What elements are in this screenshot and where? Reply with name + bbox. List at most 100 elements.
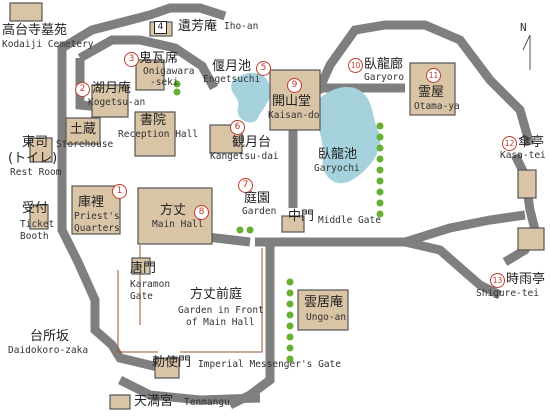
tree bbox=[286, 278, 294, 286]
label-kogetsuan-en: Kogetsu-an bbox=[88, 97, 146, 108]
label-garyochi-en: Garyochi bbox=[314, 163, 360, 174]
cemetery-building bbox=[9, 2, 43, 22]
otamaya-number: 11 bbox=[426, 68, 441, 83]
shoin-building bbox=[134, 111, 176, 157]
fence-east bbox=[180, 248, 263, 353]
north-road bbox=[57, 3, 227, 58]
onigawara-building bbox=[135, 59, 165, 91]
label-kangetsudai-jp: 観月台 bbox=[232, 135, 272, 150]
label-engetsuchi-jp: 偃月池 bbox=[212, 59, 252, 74]
chumon-building bbox=[281, 215, 305, 233]
tree bbox=[286, 289, 294, 297]
kasatei-number: 12 bbox=[502, 136, 517, 151]
label-hojozentei-en1: Garden in Front bbox=[178, 305, 264, 316]
label-restroom-en: Rest Room bbox=[10, 167, 62, 178]
label-kuri-en2: Quarters bbox=[74, 223, 120, 234]
tree bbox=[376, 210, 384, 218]
label-daidokoro-jp: 台所坂 bbox=[30, 329, 70, 344]
tree bbox=[286, 344, 294, 352]
chokushimon-building bbox=[154, 357, 180, 379]
label-ihoan-en: Iho-an bbox=[224, 21, 259, 32]
engetsuchi-number: 5 bbox=[256, 61, 271, 76]
tree bbox=[286, 311, 294, 319]
tenmangu-building bbox=[109, 394, 131, 410]
label-kasatei-jp: 傘亭 bbox=[518, 135, 545, 150]
ungoan-building bbox=[297, 289, 349, 331]
garyochi-pond bbox=[315, 86, 381, 184]
label-karamon-jp: 唐門 bbox=[130, 261, 157, 276]
tree bbox=[376, 177, 384, 185]
tree bbox=[376, 166, 384, 174]
tree bbox=[376, 188, 384, 196]
label-engetsuchi-en: Engetsuchi bbox=[203, 74, 261, 85]
label-storehouse-en: Storehouse bbox=[56, 139, 114, 150]
tree bbox=[376, 133, 384, 141]
tree bbox=[376, 122, 384, 130]
label-onigawara-en2: -seki bbox=[150, 77, 179, 88]
compass-line bbox=[522, 34, 531, 51]
label-cemetery-en: Kodaiji Cemetery bbox=[2, 39, 94, 50]
label-kuri-en1: Priest's bbox=[74, 211, 120, 222]
storehouse-building bbox=[65, 117, 101, 145]
tree bbox=[376, 155, 384, 163]
kaisando-number: 9 bbox=[287, 78, 302, 93]
restroom-building bbox=[29, 137, 53, 163]
label-ihoan-jp: 遺芳庵 bbox=[178, 19, 218, 34]
label-hojo-en: Main Hall bbox=[152, 219, 204, 230]
label-teien-en: Garden bbox=[242, 206, 277, 217]
ihoan-marker: 4 bbox=[154, 21, 167, 34]
label-tenmangu-en: Tenmangu bbox=[184, 397, 230, 408]
label-kuri-jp: 庫裡 bbox=[78, 195, 105, 210]
inner-upper-path bbox=[77, 35, 218, 91]
kogetsuan-building bbox=[91, 84, 129, 118]
kogetsuan-number: 2 bbox=[75, 82, 90, 97]
trees bbox=[173, 80, 384, 363]
tree bbox=[286, 322, 294, 330]
compass bbox=[522, 34, 531, 70]
kuri-number: 1 bbox=[112, 184, 127, 199]
label-kaisando-en: Kaisan-do bbox=[268, 110, 320, 121]
label-onigawara-en1: Onigawara bbox=[143, 66, 195, 77]
tree bbox=[246, 226, 254, 234]
tree bbox=[286, 333, 294, 341]
label-restroom-jp2: (トイレ) bbox=[8, 151, 58, 166]
kangetsudai-number: 6 bbox=[230, 120, 245, 135]
tree bbox=[286, 300, 294, 308]
hojo-number: 8 bbox=[194, 205, 209, 220]
label-chumon-en: Middle Gate bbox=[318, 215, 381, 226]
label-hojo-jp: 方丈 bbox=[160, 203, 187, 218]
label-otamaya-en: Otama-ya bbox=[414, 101, 460, 112]
label-shigure-en: Shigure-tei bbox=[476, 288, 539, 299]
kasatei-building bbox=[517, 169, 537, 199]
label-uketsuke-en2: Booth bbox=[20, 231, 49, 242]
compass-letter: N bbox=[520, 21, 527, 34]
engetsuchi-pond bbox=[231, 72, 271, 123]
walkways bbox=[57, 3, 540, 410]
teien-number: 7 bbox=[238, 178, 253, 193]
label-daidokoro-en: Daidokoro-zaka bbox=[8, 345, 89, 356]
tree bbox=[173, 88, 181, 96]
label-shoin-en: Reception Hall bbox=[118, 129, 199, 140]
label-cemetery-jp: 高台寺墓苑 bbox=[2, 23, 68, 38]
label-garyoro-en: Garyoro bbox=[364, 72, 405, 83]
label-kaisando-jp: 開山堂 bbox=[272, 94, 312, 109]
shigure-number: 13 bbox=[490, 273, 505, 288]
label-karamon-en2: Gate bbox=[130, 291, 153, 302]
label-ungoan-jp: 雲居庵 bbox=[304, 295, 344, 310]
label-chokushimon-jp: 勅使門 bbox=[152, 355, 192, 370]
label-garyochi-jp: 臥龍池 bbox=[318, 147, 358, 162]
south-east-path bbox=[403, 237, 503, 300]
tree bbox=[376, 199, 384, 207]
east-path bbox=[313, 20, 535, 147]
label-ungoan-en: Ungo-an bbox=[306, 312, 347, 323]
label-garyoro-jp: 臥龍廊 bbox=[364, 57, 404, 72]
uketsuke-building bbox=[29, 204, 49, 230]
west-path bbox=[57, 58, 172, 375]
label-kangetsudai-en: Kangetsu-dai bbox=[210, 151, 279, 162]
label-onigawara-jp: 鬼瓦席 bbox=[139, 51, 179, 66]
tree bbox=[236, 226, 244, 234]
label-tenmangu-jp: 天満宮 bbox=[134, 394, 174, 409]
fence-west bbox=[117, 270, 158, 353]
label-uketsuke-en1: Ticket bbox=[20, 219, 55, 230]
tree bbox=[173, 80, 181, 88]
